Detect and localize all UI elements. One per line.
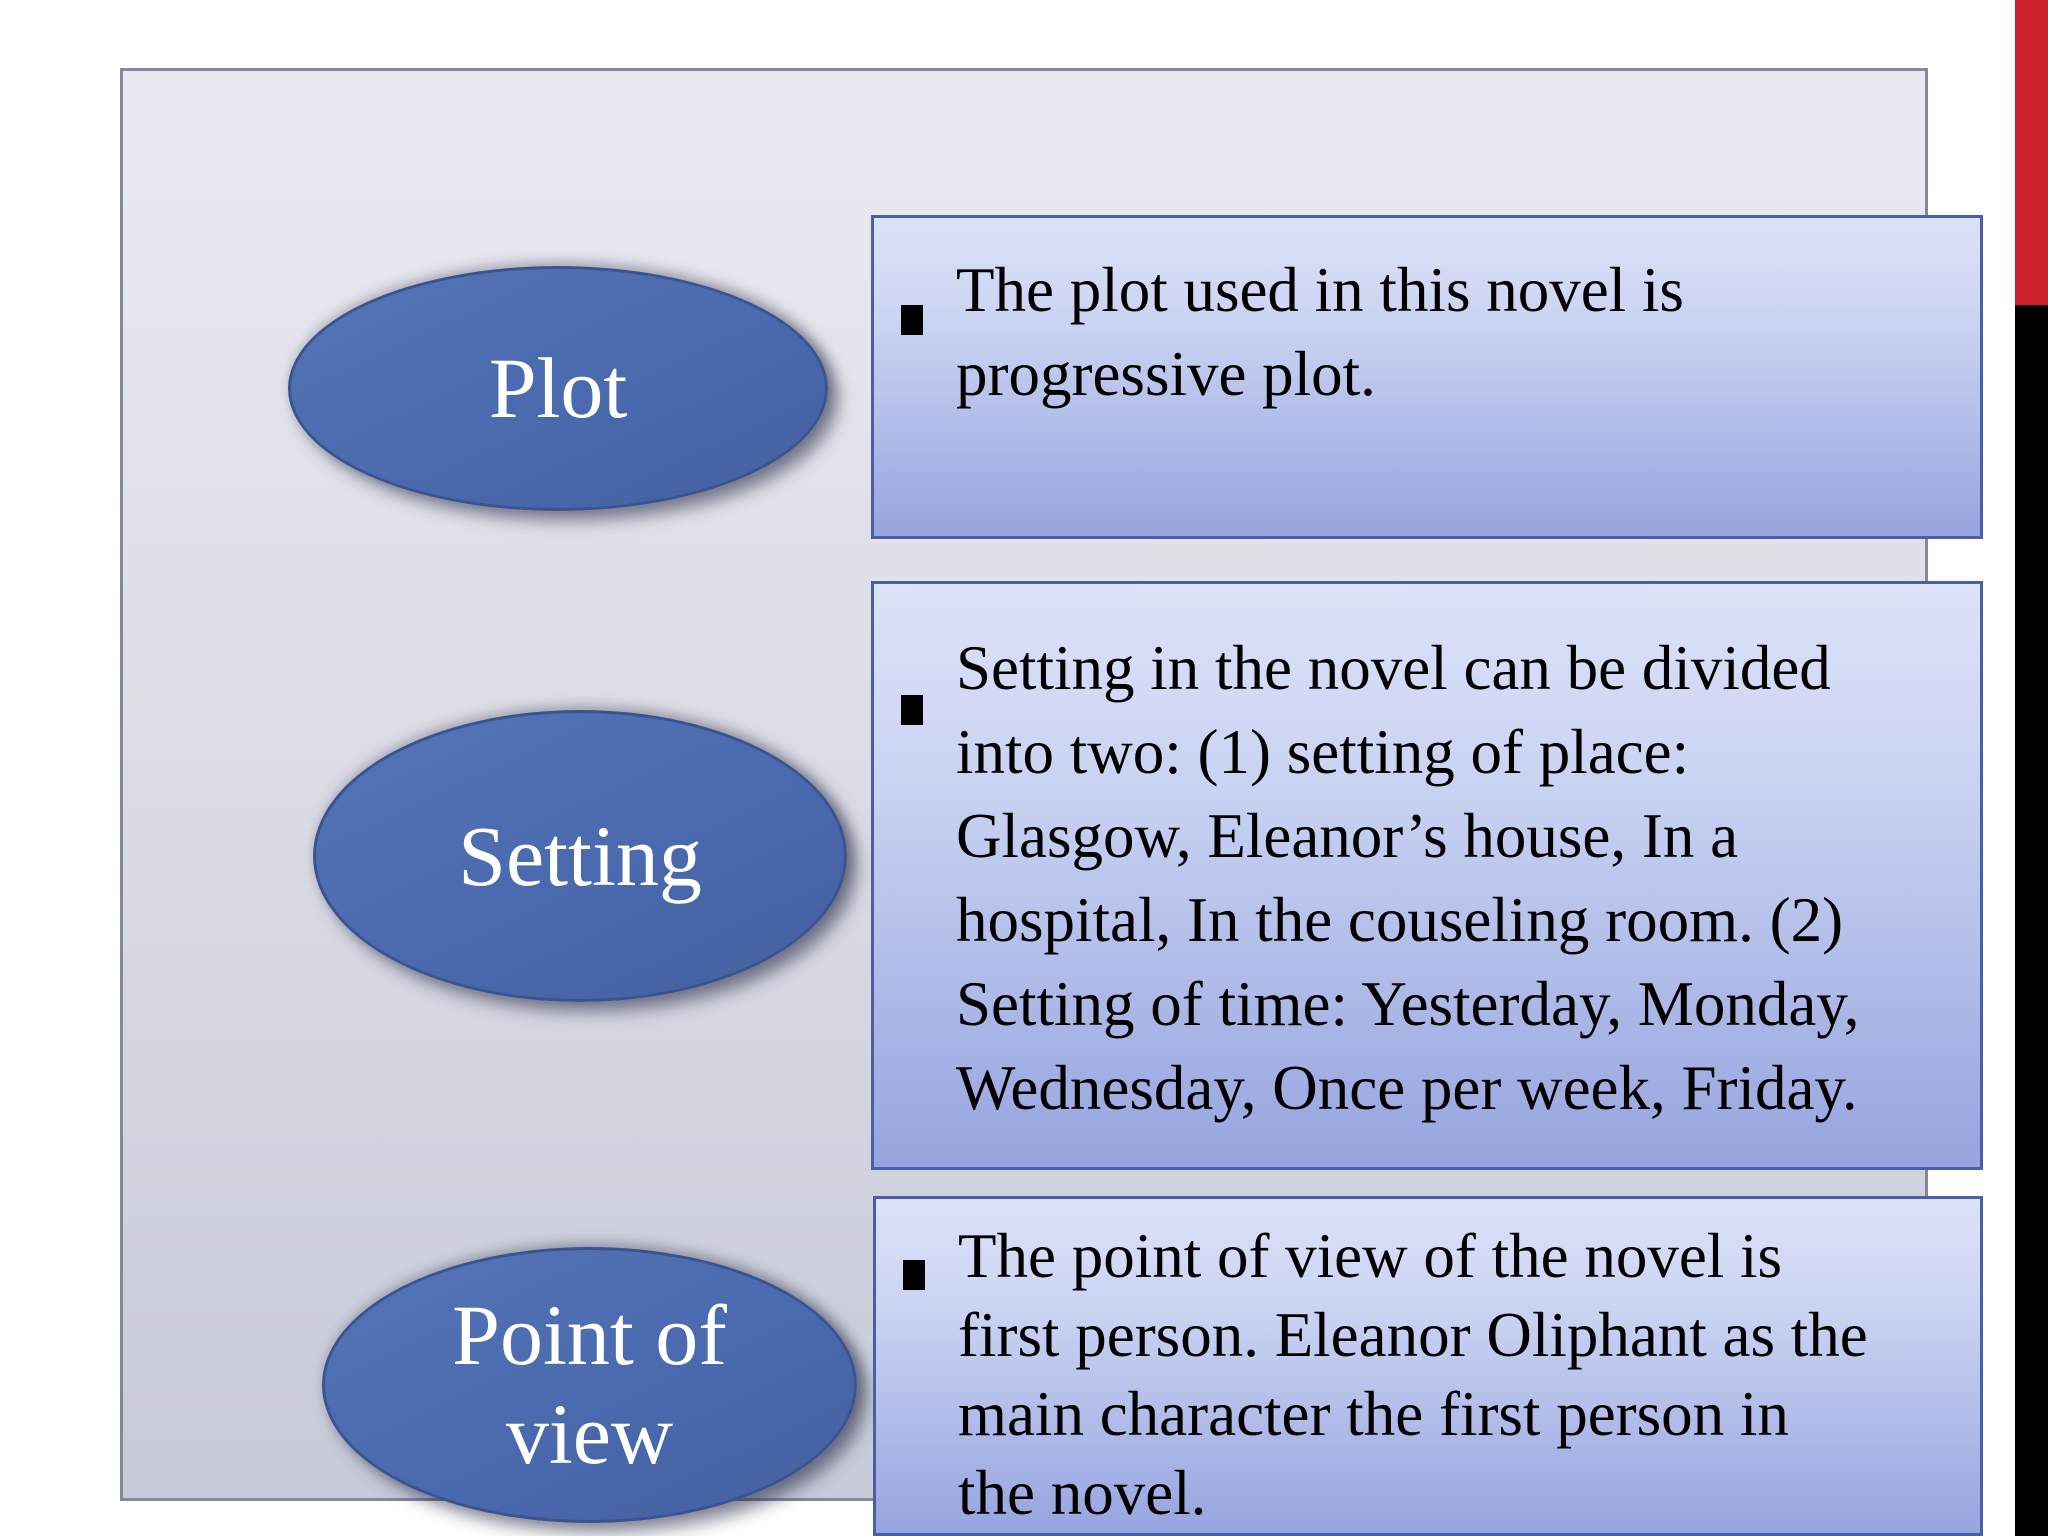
ellipse-point-of-view: Point of view bbox=[322, 1247, 857, 1523]
ellipse-point-of-view-label: Point of view bbox=[452, 1287, 727, 1482]
textbox-point-of-view: The point of view of the novel is first … bbox=[873, 1196, 1983, 1536]
textbox-setting: Setting in the novel can be divided into… bbox=[871, 581, 1983, 1170]
bullet-square-icon bbox=[901, 695, 923, 725]
ellipse-plot: Plot bbox=[288, 266, 828, 511]
textbox-plot: The plot used in this novel is progressi… bbox=[871, 215, 1983, 539]
accent-bar-black bbox=[2015, 305, 2048, 1536]
ellipse-setting-label: Setting bbox=[458, 807, 702, 904]
bullet-square-icon bbox=[903, 1260, 925, 1290]
bullet-square-icon bbox=[901, 305, 923, 335]
ellipse-plot-label: Plot bbox=[488, 340, 628, 437]
ellipse-setting: Setting bbox=[313, 710, 847, 1002]
accent-bar-red bbox=[2015, 0, 2048, 305]
content-panel: Plot Setting Point of view The plot used… bbox=[120, 68, 1983, 1536]
textbox-plot-text: The plot used in this novel is progressi… bbox=[956, 255, 1684, 409]
textbox-setting-text: Setting in the novel can be divided into… bbox=[956, 633, 1860, 1123]
textbox-point-of-view-text: The point of view of the novel is first … bbox=[958, 1221, 1868, 1528]
